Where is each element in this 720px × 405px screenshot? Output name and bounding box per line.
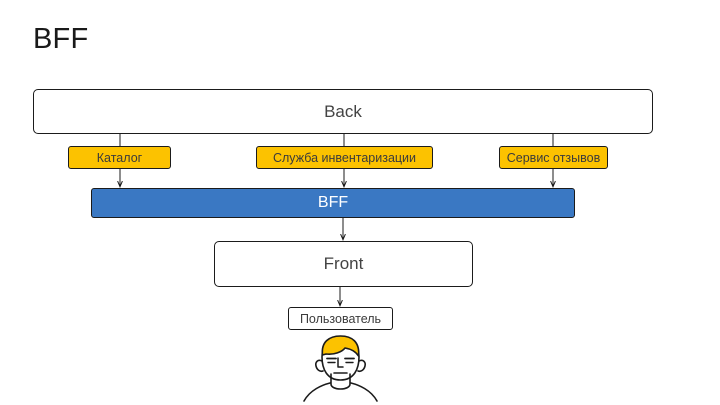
node-reviews-service[interactable]: Сервис отзывов [499, 146, 608, 169]
person-avatar-icon [303, 335, 378, 402]
node-inventory-service[interactable]: Служба инвентаризации [256, 146, 433, 169]
node-reviews-service-label: Сервис отзывов [506, 150, 601, 165]
node-back[interactable]: Back [33, 89, 653, 134]
node-catalog-label: Каталог [96, 150, 143, 165]
node-inventory-service-label: Служба инвентаризации [272, 150, 417, 165]
node-back-label: Back [324, 101, 362, 121]
node-bff-label: BFF [317, 194, 349, 211]
node-user-label-text: Пользователь [299, 311, 382, 326]
node-bff[interactable]: BFF [91, 188, 575, 218]
node-catalog[interactable]: Каталог [68, 146, 171, 169]
page-title: BFF [33, 23, 89, 55]
node-front[interactable]: Front [214, 241, 473, 287]
node-front-label: Front [323, 254, 364, 273]
node-user[interactable]: Пользователь [288, 307, 393, 330]
